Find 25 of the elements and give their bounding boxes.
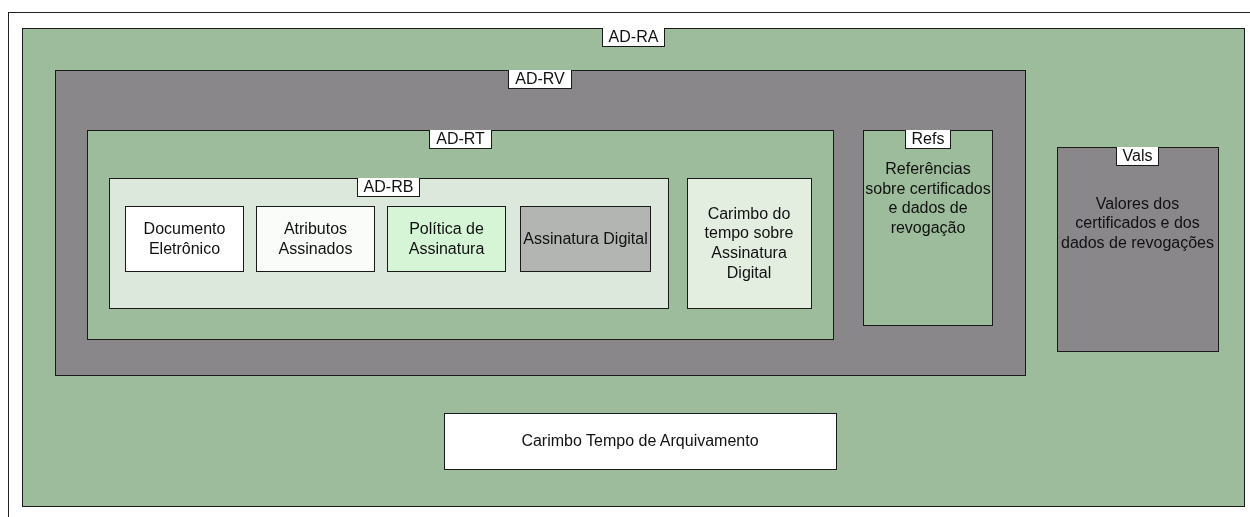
component-box [1056, 146, 1219, 352]
box-title: Refs [904, 130, 952, 149]
container-box [108, 177, 669, 309]
component-box [387, 206, 506, 272]
component-box [125, 206, 244, 272]
box-text: Carimbo do tempo sobre Assinatura Digital [703, 203, 795, 283]
group-title: AD-RA [601, 28, 666, 47]
box-text: Documento Eletrônico [142, 219, 227, 259]
component-box [256, 206, 375, 272]
group-title: AD-RV [508, 69, 572, 89]
group-title: AD-RT [429, 130, 492, 149]
container-box [87, 130, 834, 340]
box-text: Política de Assinatura [407, 219, 486, 259]
group-title: AD-RB [356, 177, 421, 197]
box-text: Referências sobre certificados e dados de revogação [864, 159, 992, 238]
box-text: Carimbo Tempo de Arquivamento [520, 431, 760, 451]
box-text: Assinatura Digital [522, 229, 649, 249]
box-text: Valores dos certificados e dos dados de revogações [1060, 193, 1215, 253]
component-box [863, 130, 993, 326]
component-box [520, 206, 651, 272]
box-text: Atributos Assinados [277, 219, 354, 259]
container-box [54, 69, 1026, 376]
component-box [686, 177, 812, 309]
component-box [443, 412, 837, 470]
box-title: Vals [1115, 146, 1160, 166]
